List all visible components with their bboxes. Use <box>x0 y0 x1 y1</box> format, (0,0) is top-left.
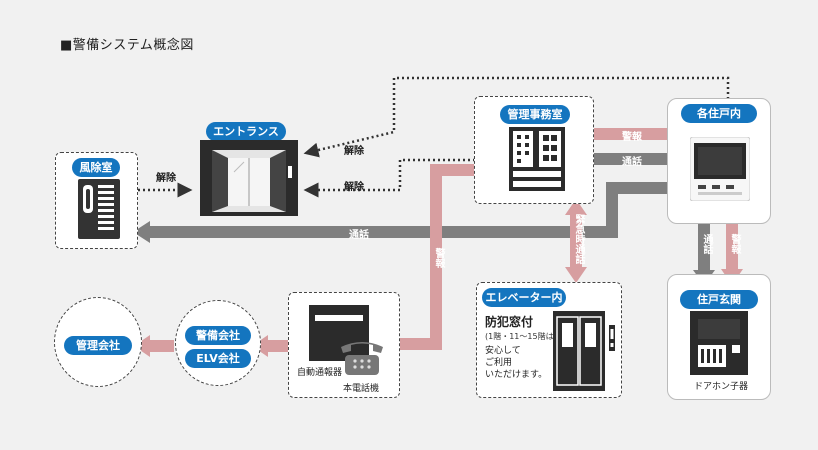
page-title: ■警備システム概念図 <box>60 38 194 53</box>
main-phone-label: 本電話機 <box>343 384 380 394</box>
release-label-top: 解除 <box>344 146 364 157</box>
call-main-label: 通話 <box>349 230 369 241</box>
monitor-intercom-icon <box>690 137 750 201</box>
elevator-door-icon <box>553 311 615 391</box>
emergency-call-label: 緊急時通話 <box>573 214 584 264</box>
auto-alarm-label: 自動通報器 <box>297 368 343 378</box>
vert-call-label: 通話 <box>701 234 712 254</box>
elv-company-label: ELV会社 <box>185 349 251 368</box>
release-label-bottom: 解除 <box>344 182 364 193</box>
vert-call-bar <box>698 222 710 270</box>
alarm-office-label: 警報 <box>622 132 642 143</box>
release-label-wind: 解除 <box>156 173 176 184</box>
elevator-note-sub: (1階・11～15階は除く) <box>485 332 573 341</box>
entrance-door-icon <box>200 140 298 216</box>
door-intercom-label: ドアホン子器 <box>694 382 749 392</box>
alarm-device-box: 自動通報器 本電話機 <box>288 292 400 398</box>
release-line-top <box>303 76 730 158</box>
auto-alarm-device-icon <box>309 305 369 361</box>
telephone-icon <box>341 342 383 375</box>
call-office-bar <box>592 153 670 165</box>
each-unit-label: 各住戸内 <box>681 104 757 123</box>
elevator-label: エレベーター内 <box>482 288 566 307</box>
call-office-label: 通話 <box>622 157 642 168</box>
elevator-note-heading: 防犯窓付 <box>485 315 534 329</box>
entrance-label: エントランス <box>206 122 286 141</box>
elevator-note-line2: ご利用 <box>485 358 513 368</box>
release-line-bottom <box>303 158 480 198</box>
elevator-note-line1: 安心して <box>485 346 521 356</box>
management-company-label: 管理会社 <box>64 336 132 355</box>
door-intercom-icon <box>690 311 748 375</box>
emergency-call-bar <box>570 215 582 267</box>
security-company-label: 警備会社 <box>185 326 251 345</box>
management-office-box <box>474 96 594 204</box>
alarm-office-bar <box>592 128 686 140</box>
unit-entrance-label: 住戸玄関 <box>680 290 758 309</box>
elevator-note-line3: いただけます。 <box>485 370 548 380</box>
vert-alarm-label: 警報 <box>729 234 740 254</box>
wind-room-label: 風除室 <box>72 158 120 177</box>
call-bus-arrow-left <box>133 221 150 243</box>
control-panel-icon <box>509 127 565 191</box>
management-office-label: 管理事務室 <box>500 105 570 124</box>
alarm-line <box>400 164 487 350</box>
intercom-panel-icon <box>78 179 120 239</box>
alarm-line-label: 警報 <box>433 248 444 268</box>
call-bus-line <box>150 182 690 238</box>
